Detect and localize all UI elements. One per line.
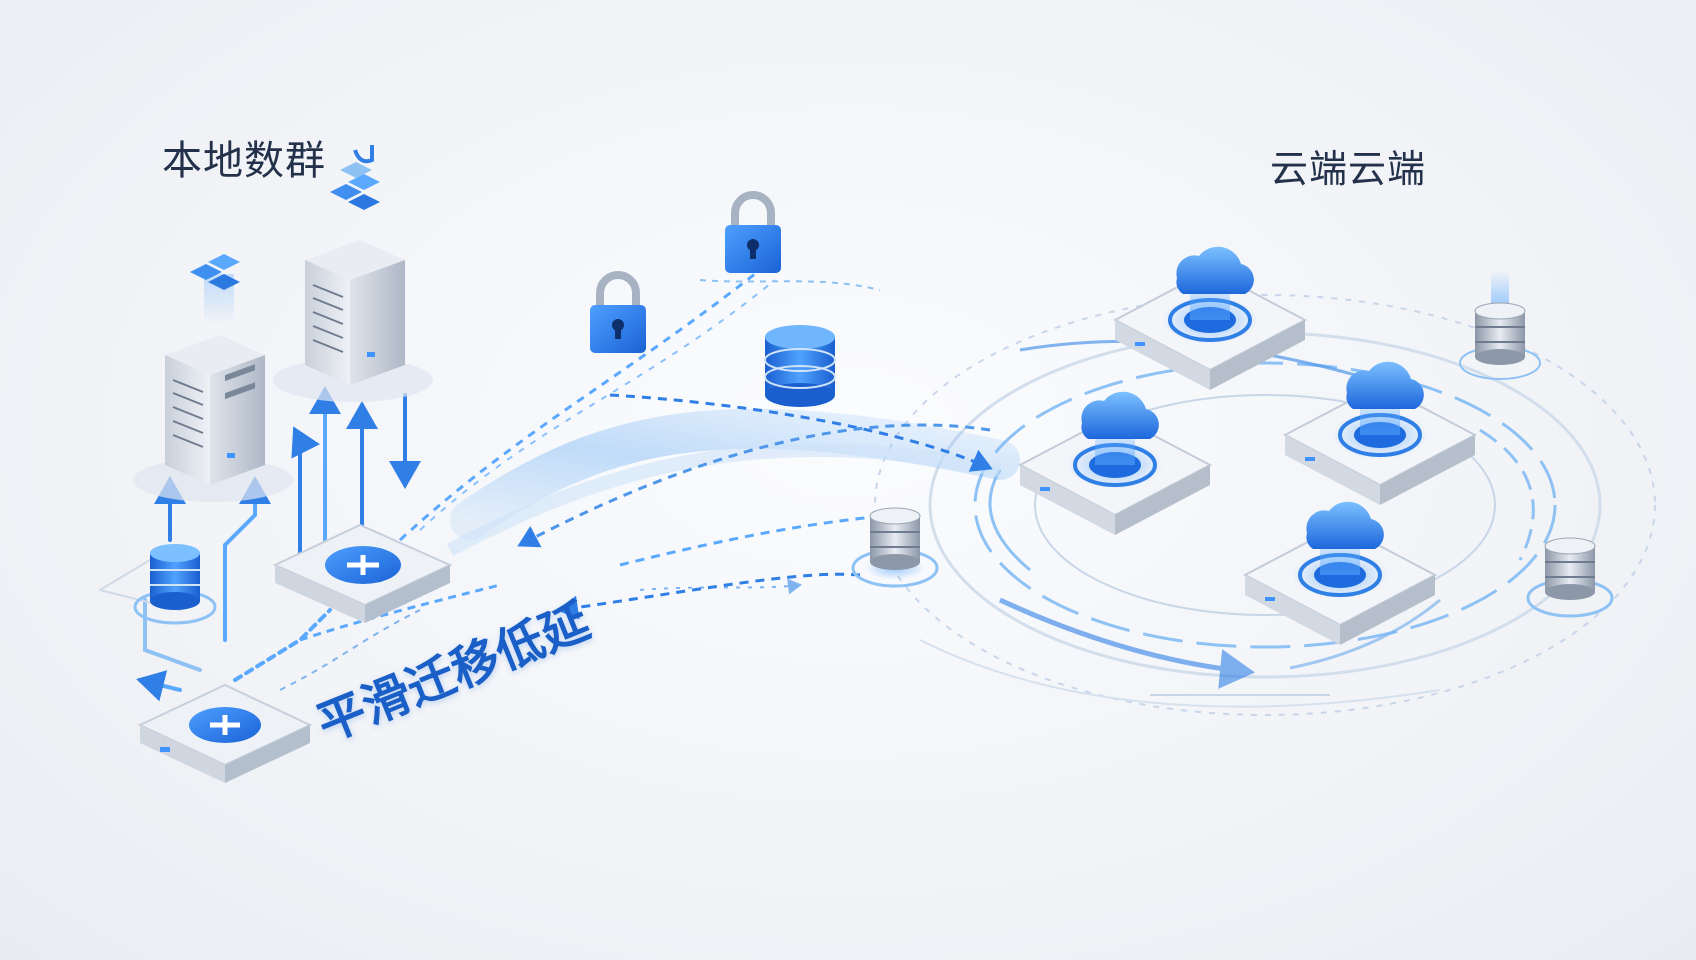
database-icon	[133, 544, 217, 625]
database-icon	[764, 325, 836, 407]
padlock-icon	[725, 191, 781, 273]
database-icon	[1459, 270, 1541, 380]
cloud-icon	[1176, 246, 1254, 294]
padlock-icon	[590, 271, 646, 353]
cloud-node-top	[1112, 246, 1308, 390]
cloud-icon	[1081, 391, 1159, 439]
local-switch-upper	[272, 523, 453, 623]
cube-cluster-icon	[190, 254, 240, 324]
cloud-node-bottom	[1242, 501, 1438, 645]
local-title: 本地数群	[162, 138, 326, 184]
cloud-icon	[1346, 361, 1424, 409]
cube-cluster-icon	[330, 162, 380, 210]
cloud-node-right	[1282, 361, 1478, 505]
local-server-1	[133, 335, 293, 502]
migration-flows	[279, 268, 1020, 691]
local-server-2	[273, 240, 433, 402]
database-icon	[851, 507, 939, 588]
local-switch-lower	[137, 683, 313, 783]
cloud-node-left	[1017, 391, 1213, 535]
cloud-icon	[1306, 501, 1384, 549]
database-icon	[1526, 537, 1614, 618]
arrow-icon	[353, 145, 374, 164]
cloud-title: 云端云端	[1270, 147, 1427, 191]
